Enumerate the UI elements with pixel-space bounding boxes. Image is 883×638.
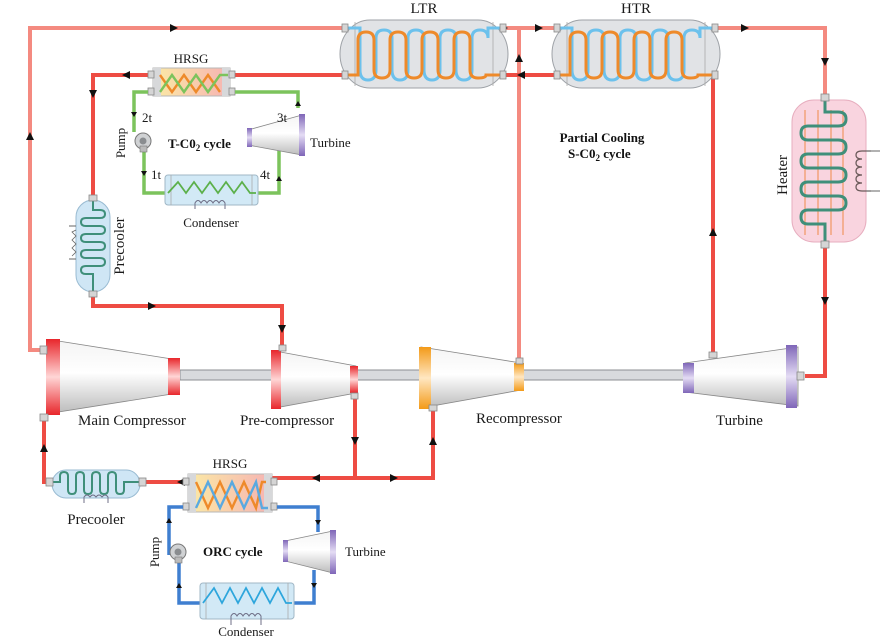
pipe-heater-to-turbine	[805, 245, 827, 378]
hrsg-bottom-label: HRSG	[213, 456, 248, 471]
pre-compressor-label: Pre-compressor	[240, 413, 334, 429]
orc-turbine	[283, 530, 336, 574]
arrow-icon	[535, 24, 543, 32]
arrow-icon	[170, 24, 178, 32]
precooler-bottom	[45, 469, 147, 503]
arrow-icon	[166, 518, 172, 523]
pipe-orc-pump-to-condenser	[177, 562, 200, 605]
pipe-hrsg-to-pump	[132, 90, 148, 132]
precooler-top-label: Precooler	[112, 217, 128, 274]
tco2-turbine	[247, 114, 305, 156]
pipe-pump-to-condenser	[142, 150, 165, 195]
orc-cycle-label: ORC cycle	[203, 544, 263, 559]
arrow-icon	[311, 583, 317, 588]
state-point-3t: 3t	[277, 110, 288, 125]
precooler-bottom-label: Precooler	[67, 512, 124, 528]
pipe-turbine-to-condenser	[258, 148, 281, 195]
htr-label: HTR	[621, 1, 651, 17]
arrow-icon	[351, 437, 359, 445]
state-point-4t: 4t	[260, 167, 271, 182]
arrow-icon	[176, 583, 182, 588]
main-compressor	[39, 339, 180, 422]
arrow-icon	[429, 437, 437, 445]
arrow-icon	[276, 176, 282, 181]
arrow-icon	[515, 54, 523, 62]
orc-pump-icon	[169, 543, 187, 564]
pipe-hrsg-to-orc-pump	[167, 505, 183, 555]
orc-condenser	[199, 582, 295, 625]
hrsg-bottom	[182, 473, 278, 513]
pipe-split-to-recomp	[355, 405, 435, 480]
arrow-icon	[315, 520, 321, 525]
pipe-hrsg-to-turbine	[235, 90, 300, 108]
arrow-icon	[131, 112, 137, 117]
pipe-hrsg-to-precooler	[91, 73, 153, 200]
hrsg-top-label: HRSG	[174, 51, 209, 66]
orc-pump-label: Pump	[147, 537, 162, 567]
heater	[791, 93, 880, 249]
ltr-recuperator	[339, 19, 509, 89]
pipe-mc-to-ltr	[28, 26, 343, 352]
arrow-icon	[148, 302, 156, 310]
precooler-top	[69, 194, 111, 298]
arrow-icon	[312, 474, 320, 482]
tco2-pump-label: Pump	[113, 128, 128, 158]
tco2-cycle-label: T-C02 cycle	[168, 136, 231, 153]
arrow-icon	[390, 474, 398, 482]
main-compressor-label: Main Compressor	[78, 413, 186, 429]
pipe-htr-to-heater	[717, 26, 827, 95]
arrow-icon	[40, 444, 48, 452]
state-point-2t: 2t	[142, 110, 153, 125]
tco2-loop	[131, 90, 301, 195]
hrsg-top	[147, 67, 236, 97]
pipe-turbine-to-htr	[700, 73, 715, 356]
arrow-icon	[26, 132, 34, 140]
arrow-icon	[709, 228, 717, 236]
tco2-condenser	[164, 174, 259, 209]
tco2-pump-icon	[134, 132, 152, 153]
arrow-icon	[821, 297, 829, 305]
pipe-precooler-to-precomp	[91, 292, 284, 350]
orc-turbine-label: Turbine	[345, 544, 386, 559]
main-turbine-label: Turbine	[716, 413, 763, 429]
main-turbine	[683, 345, 805, 408]
heater-label: Heater	[775, 155, 791, 195]
arrow-icon	[122, 71, 130, 79]
orc-condenser-label: Condenser	[218, 624, 274, 638]
arrow-icon	[295, 101, 301, 106]
tco2-turbine-label: Turbine	[310, 135, 351, 150]
state-point-1t: 1t	[151, 167, 162, 182]
arrow-icon	[278, 325, 286, 333]
arrow-icon	[89, 90, 97, 98]
arrow-icon	[741, 24, 749, 32]
ltr-label: LTR	[411, 1, 438, 17]
arrow-icon	[141, 171, 147, 176]
pipe-orc-turbine-to-condenser	[294, 570, 316, 605]
pre-compressor	[271, 344, 359, 409]
recompressor-label: Recompressor	[476, 411, 562, 427]
orc-loop	[166, 505, 321, 605]
arrow-icon	[821, 58, 829, 66]
main-cycle-label-line2: S-C02 cycle	[568, 146, 631, 163]
arrow-icon	[517, 71, 525, 79]
pipe-hrsg-to-orc-turbine	[277, 505, 320, 532]
main-cycle-label-line1: Partial Cooling	[560, 130, 645, 145]
recompressor	[419, 346, 524, 412]
tco2-condenser-label: Condenser	[183, 215, 239, 230]
htr-recuperator	[551, 19, 721, 89]
